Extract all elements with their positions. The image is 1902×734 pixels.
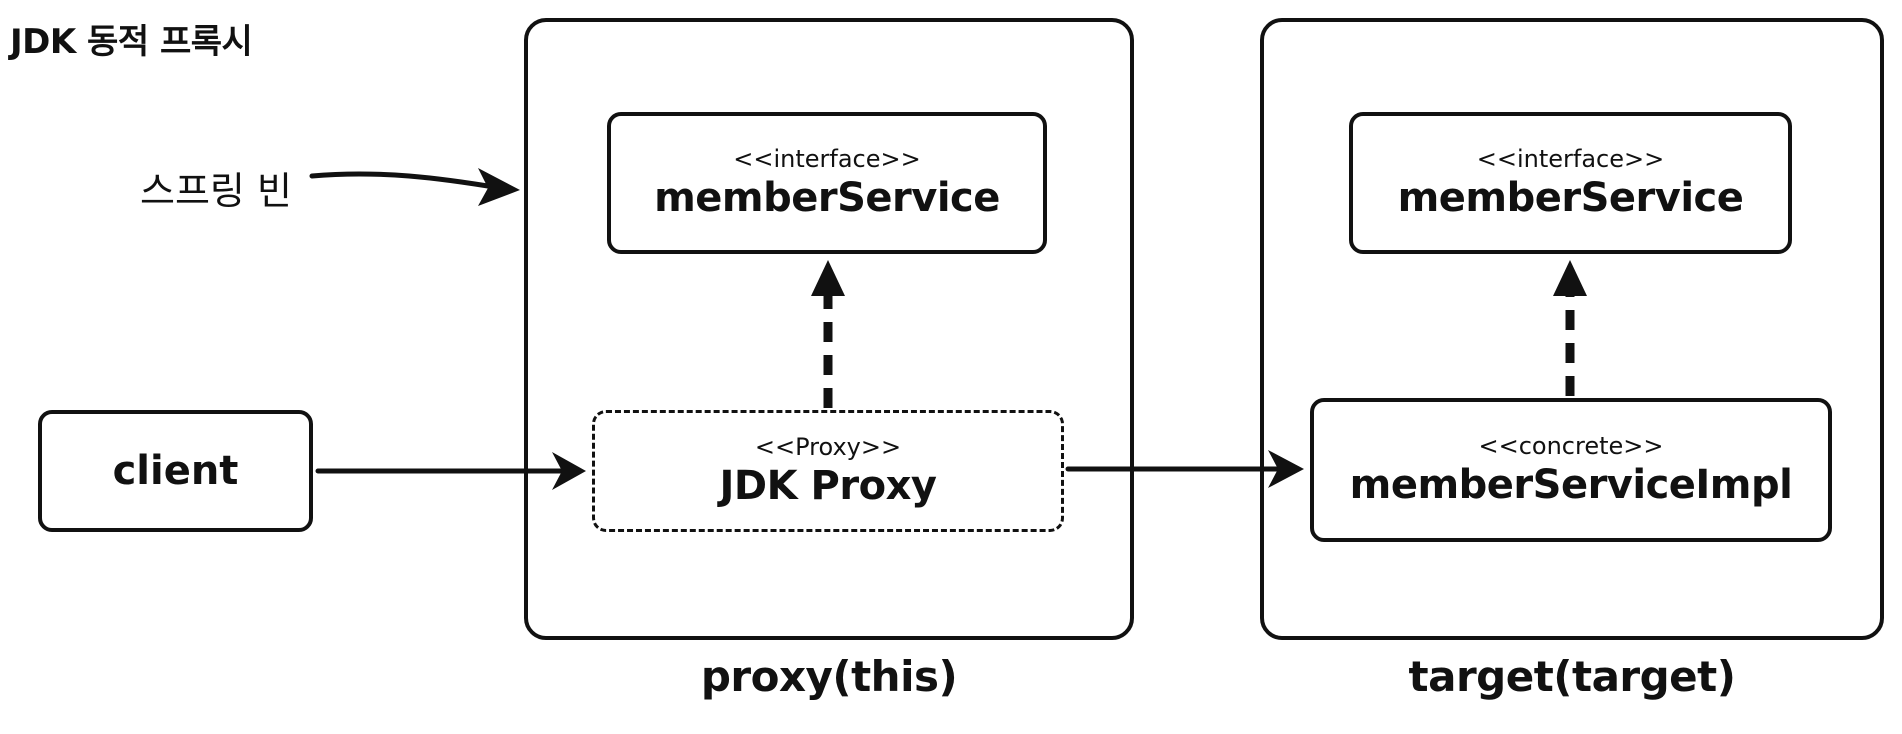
proxy-caption: proxy(this) bbox=[700, 652, 958, 701]
client-label: client bbox=[112, 448, 239, 494]
target-interface-box: <<interface>> memberService bbox=[1349, 112, 1792, 254]
interface-name: memberService bbox=[654, 175, 1000, 221]
target-caption: target(target) bbox=[1408, 652, 1736, 701]
interface-stereotype: <<interface>> bbox=[733, 145, 921, 173]
spring-bean-arrow bbox=[309, 168, 520, 206]
impl-implements-arrow bbox=[1553, 260, 1587, 396]
impl-name: memberServiceImpl bbox=[1349, 462, 1793, 508]
client-to-proxy-arrow bbox=[315, 452, 586, 490]
jdk-proxy-box: <<Proxy>> JDK Proxy bbox=[592, 410, 1064, 532]
member-service-impl-box: <<concrete>> memberServiceImpl bbox=[1310, 398, 1832, 542]
interface-name: memberService bbox=[1397, 175, 1744, 221]
diagram-title: JDK 동적 프록시 bbox=[10, 22, 253, 62]
interface-stereotype: <<interface>> bbox=[1476, 145, 1665, 173]
proxy-implements-arrow bbox=[811, 260, 845, 408]
impl-stereotype: <<concrete>> bbox=[1478, 432, 1664, 460]
proxy-stereotype: <<Proxy>> bbox=[754, 433, 902, 461]
proxy-name: JDK Proxy bbox=[719, 463, 937, 509]
proxy-interface-box: <<interface>> memberService bbox=[607, 112, 1047, 254]
spring-bean-label: 스프링 빈 bbox=[140, 169, 292, 213]
proxy-to-target-arrow bbox=[1065, 450, 1304, 488]
client-box: client bbox=[38, 410, 313, 532]
